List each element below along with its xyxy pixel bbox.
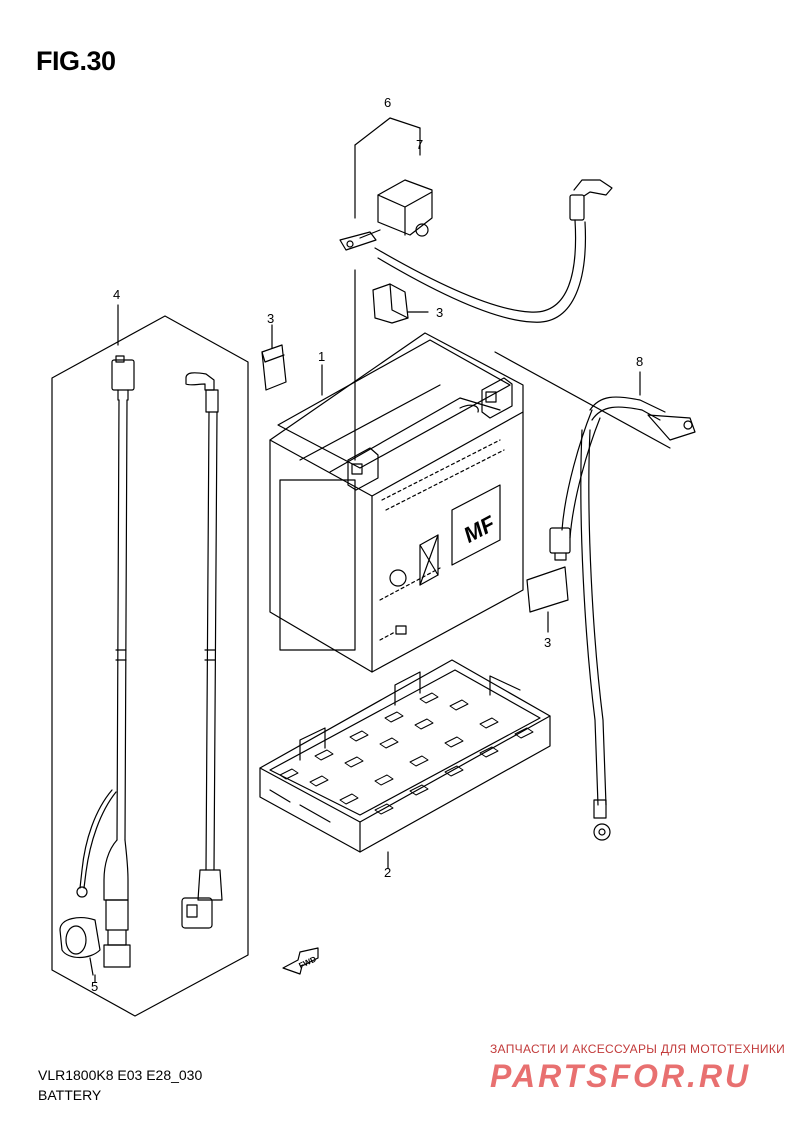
callout-7: 7 <box>416 137 424 152</box>
positive-cable <box>339 117 613 461</box>
callout-5: 5 <box>91 979 99 994</box>
harness-clamp <box>59 917 101 976</box>
figure-title: FIG.30 <box>36 46 116 76</box>
harness-kit-box <box>51 304 249 1017</box>
callout-3-right: 3 <box>544 635 552 650</box>
fwd-arrow-icon <box>282 947 319 975</box>
callout-3-upper-left: 3 <box>267 311 275 326</box>
negative-cable <box>494 351 696 841</box>
callout-8: 8 <box>636 354 644 369</box>
pad-right <box>526 566 569 633</box>
callout-6: 6 <box>384 95 392 110</box>
diagram-name: BATTERY <box>38 1087 102 1103</box>
tray-holes <box>279 692 534 815</box>
callout-3-upper-center: 3 <box>436 305 444 320</box>
watermark-logo: PARTSFOR.RU <box>490 1058 752 1094</box>
pad-upper-center <box>372 283 429 324</box>
harness-wire-left <box>76 355 135 968</box>
callout-4: 4 <box>113 287 121 302</box>
diagram-code: VLR1800K8 E03 E28_030 <box>38 1067 203 1083</box>
battery <box>269 332 524 673</box>
pad-upper-left <box>261 324 287 391</box>
terminal-cover <box>377 179 433 237</box>
callout-2: 2 <box>384 865 392 880</box>
callout-1: 1 <box>318 349 326 364</box>
harness-wire-right <box>181 372 223 929</box>
watermark-tagline: ЗАПЧАСТИ И АКСЕССУАРЫ ДЛЯ МОТОТЕХНИКИ <box>490 1042 786 1056</box>
battery-tray <box>259 659 551 869</box>
battery-mf-logo: MF <box>459 510 499 547</box>
